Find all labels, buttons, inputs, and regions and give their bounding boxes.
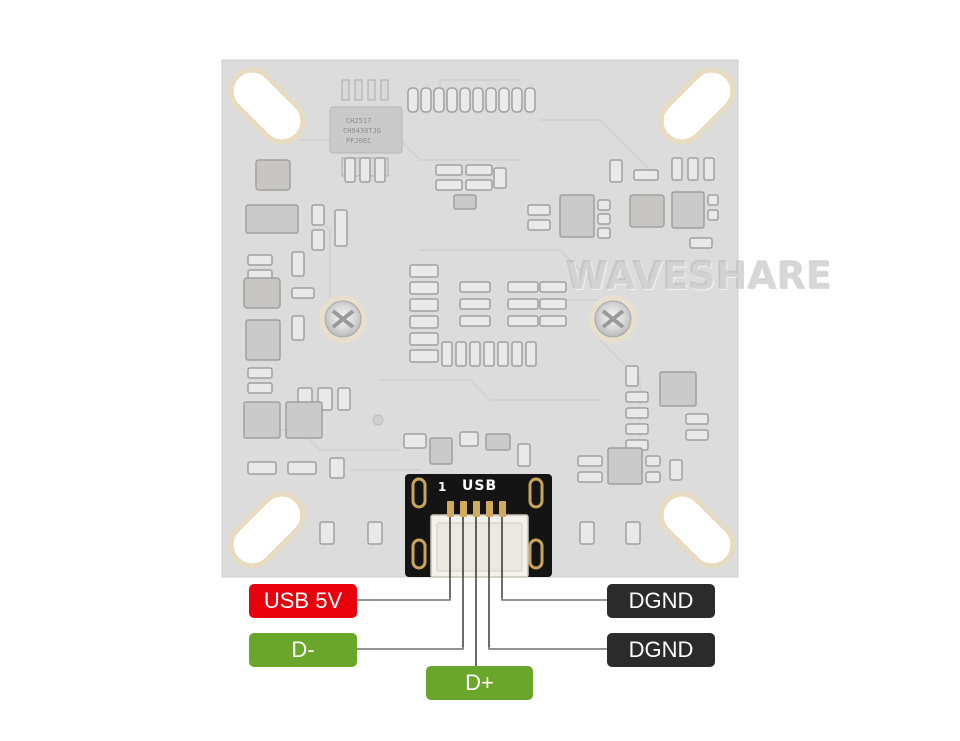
- pin-label-dgnd-2: DGND: [607, 633, 715, 667]
- chip-markings: CH2517 CH9430TJG PFJ0EC: [343, 117, 381, 145]
- brand-watermark: WAVESHARE: [566, 254, 833, 298]
- chip-marking-2: CH9430TJG: [343, 127, 381, 135]
- smd-components: [243, 157, 719, 545]
- connector-usb-label: USB: [462, 478, 498, 494]
- pin-label-dgnd-1: DGND: [607, 584, 715, 618]
- pin-leader-lines: [357, 577, 607, 666]
- main-ic-chip: [329, 79, 403, 177]
- mounting-holes: [228, 67, 736, 569]
- pin-label-d-minus: D-: [249, 633, 357, 667]
- header-pads-top: [407, 87, 536, 113]
- connector-pin1-marker: 1: [438, 480, 447, 494]
- pin-label-usb-5v: USB 5V: [249, 584, 357, 618]
- usb-connector-module: [405, 474, 552, 666]
- pin-label-d-plus: D+: [426, 666, 533, 700]
- chip-marking-1: CH2517: [346, 117, 371, 125]
- chip-marking-3: PFJ0EC: [346, 137, 371, 145]
- screws: [319, 295, 637, 426]
